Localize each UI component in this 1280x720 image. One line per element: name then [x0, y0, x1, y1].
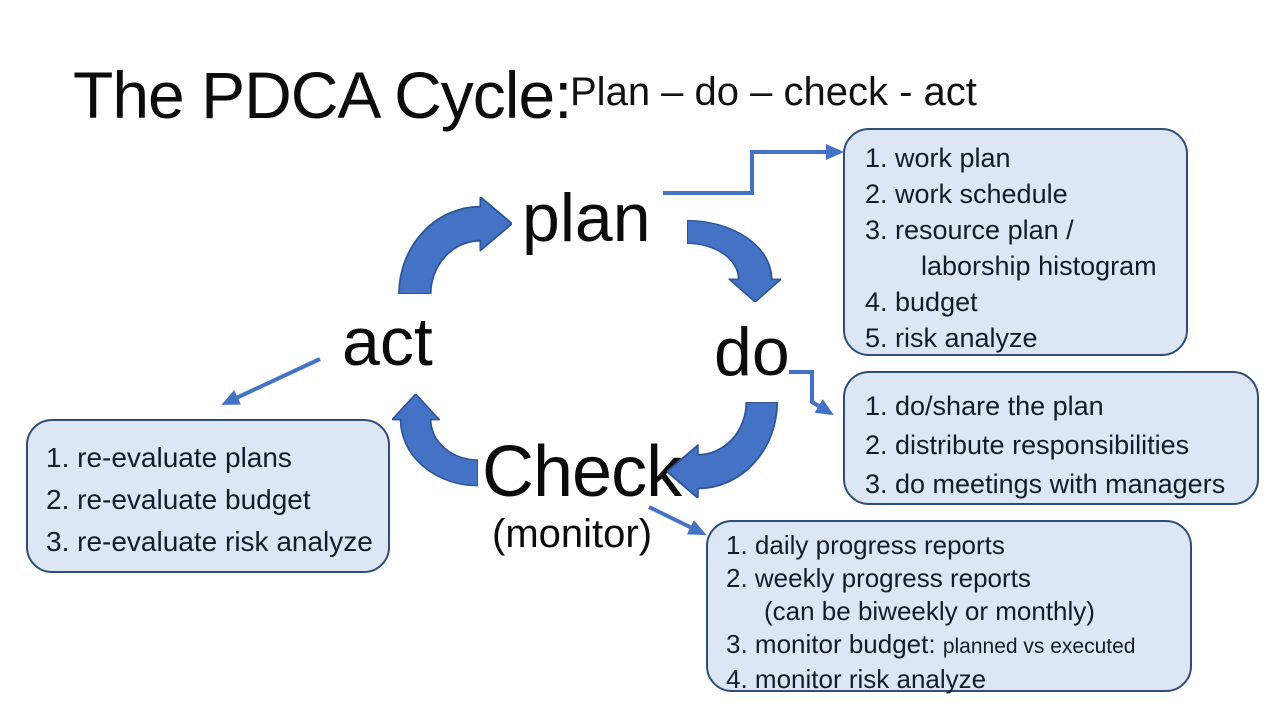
- cycle-label-act: act: [342, 304, 433, 380]
- cycle-label-monitor: (monitor): [492, 512, 653, 556]
- list-item: 1. re-evaluate plans: [46, 442, 292, 473]
- list-item: 4. monitor risk analyze: [726, 664, 987, 694]
- list-item-note: planned vs executed: [942, 635, 1136, 658]
- cycle-label-do: do: [714, 314, 790, 390]
- connector-plan-to-box: [663, 144, 844, 195]
- cycle-label-plan: plan: [522, 180, 651, 256]
- list-item: 1. do/share the plan: [865, 391, 1104, 421]
- curved-arrow-plan-to-do-icon: [687, 219, 781, 302]
- page-subtitle: Plan – do – check - act: [570, 70, 977, 114]
- list-item: 2. distribute responsibilities: [865, 430, 1190, 460]
- list-item: 1. daily progress reports: [726, 530, 1005, 560]
- cycle-label-check: Check: [482, 432, 682, 512]
- list-item-main: 3. monitor budget:: [726, 629, 943, 659]
- callout-act-details: 1. re-evaluate plans 2. re-evaluate budg…: [26, 419, 390, 573]
- list-item: 3. resource plan /: [865, 215, 1074, 245]
- curved-arrow-act-to-plan-icon: [398, 197, 512, 294]
- curved-arrow-check-to-act-icon: [392, 394, 478, 487]
- connector-do-to-box: [789, 370, 835, 416]
- list-item: 3. re-evaluate risk analyze: [46, 526, 373, 557]
- list-item: 5. risk analyze: [865, 323, 1038, 353]
- list-item: 3. monitor budget: planned vs executed: [726, 628, 1182, 663]
- curved-arrow-do-to-check-icon: [667, 402, 779, 498]
- list-item-wrap: laborship histogram: [921, 251, 1157, 281]
- list-item: 2. weekly progress reports: [726, 563, 1031, 593]
- page-title: The PDCA Cycle:: [73, 58, 572, 132]
- list-item: 2. re-evaluate budget: [46, 484, 311, 515]
- callout-plan-details: 1. work plan 2. work schedule 3. resourc…: [843, 128, 1188, 356]
- callout-do-details: 1. do/share the plan 2. distribute respo…: [843, 371, 1259, 505]
- connector-act-to-box: [221, 357, 321, 405]
- list-item: 2. work schedule: [865, 179, 1068, 209]
- list-item: 1. work plan: [865, 143, 1011, 173]
- list-item: 3. do meetings with managers: [865, 469, 1226, 499]
- callout-check-details: 1. daily progress reports 2. weekly prog…: [706, 520, 1192, 694]
- list-item: 4. budget: [865, 287, 978, 317]
- list-item-wrap: (can be biweekly or monthly): [764, 596, 1095, 626]
